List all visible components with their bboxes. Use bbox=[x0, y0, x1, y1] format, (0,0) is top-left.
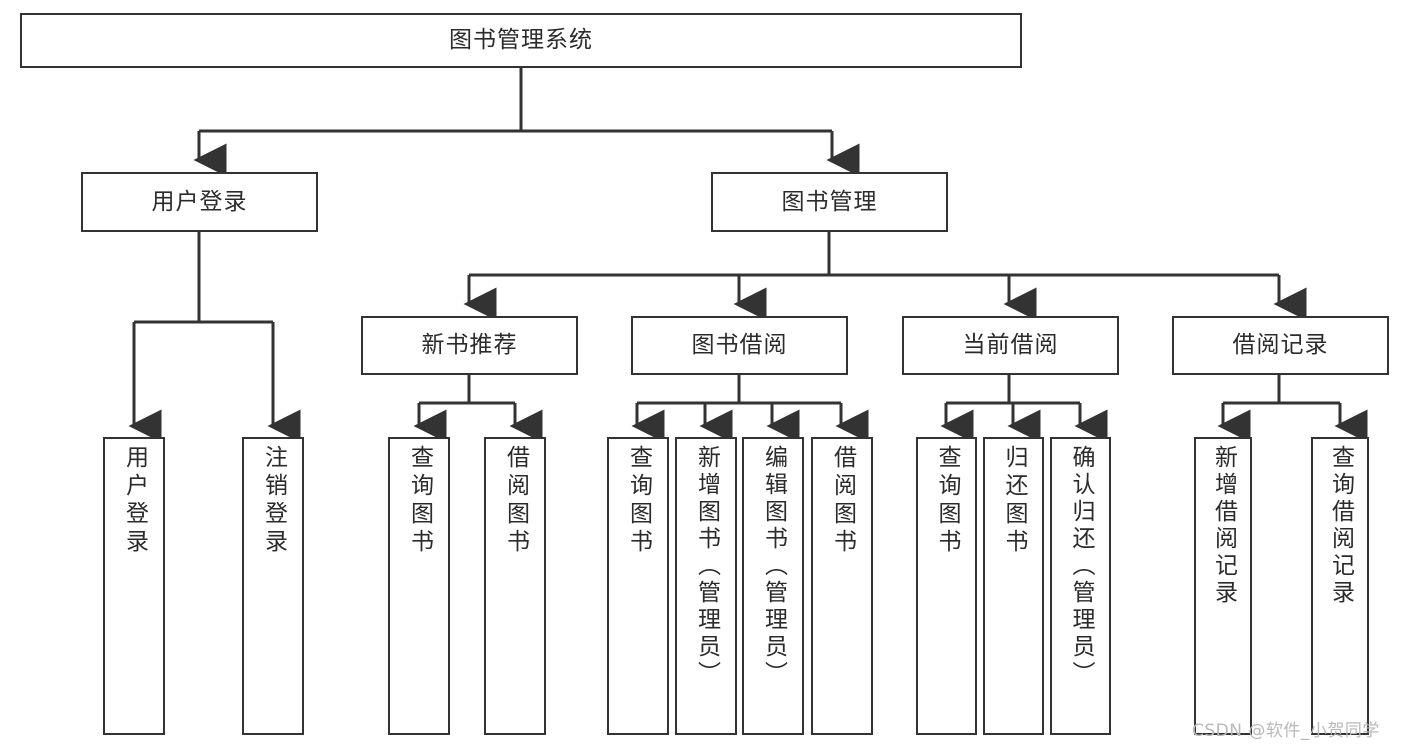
node-label: 编辑图书（管理员） bbox=[760, 445, 787, 688]
node-label: 借阅记录 bbox=[1232, 332, 1329, 359]
node-label: 查询图书 bbox=[625, 445, 652, 557]
node-label: 图书借阅 bbox=[691, 332, 788, 359]
node-leaf-borrow-book-borrow[interactable]: 借阅图书 bbox=[811, 437, 873, 735]
node-leaf-query-book-current[interactable]: 查询图书 bbox=[916, 437, 977, 735]
node-label: 新书推荐 bbox=[421, 332, 518, 359]
node-label: 借阅图书 bbox=[502, 445, 529, 557]
node-current-borrow[interactable]: 当前借阅 bbox=[902, 316, 1119, 375]
node-leaf-return-book[interactable]: 归还图书 bbox=[983, 437, 1044, 735]
node-label: 图书管理 bbox=[781, 188, 878, 215]
node-label: 注销登录 bbox=[260, 445, 287, 557]
node-leaf-user-logout[interactable]: 注销登录 bbox=[242, 437, 304, 735]
node-leaf-add-book-admin[interactable]: 新增图书（管理员） bbox=[675, 437, 737, 735]
node-label: 借阅图书 bbox=[829, 445, 856, 557]
node-root-book-management-system[interactable]: 图书管理系统 bbox=[20, 13, 1022, 68]
node-leaf-edit-book-admin[interactable]: 编辑图书（管理员） bbox=[742, 437, 804, 735]
node-leaf-add-borrow-record[interactable]: 新增借阅记录 bbox=[1194, 437, 1252, 735]
node-label: 归还图书 bbox=[1001, 445, 1027, 557]
node-leaf-query-book-recommend[interactable]: 查询图书 bbox=[388, 437, 450, 735]
node-label: 用户登录 bbox=[121, 445, 148, 557]
node-new-book-recommend[interactable]: 新书推荐 bbox=[361, 316, 578, 375]
node-book-management[interactable]: 图书管理 bbox=[711, 172, 948, 232]
node-leaf-query-book-borrow[interactable]: 查询图书 bbox=[607, 437, 669, 735]
node-leaf-query-borrow-record[interactable]: 查询借阅记录 bbox=[1311, 437, 1369, 735]
watermark-text: CSDN @软件_小贺同学 bbox=[1192, 721, 1380, 741]
node-label: 查询借阅记录 bbox=[1327, 445, 1354, 607]
node-leaf-user-login[interactable]: 用户登录 bbox=[103, 437, 165, 735]
node-borrow-record[interactable]: 借阅记录 bbox=[1172, 316, 1389, 375]
node-leaf-borrow-book-recommend[interactable]: 借阅图书 bbox=[484, 437, 546, 735]
node-user-login[interactable]: 用户登录 bbox=[81, 172, 318, 232]
node-label: 查询图书 bbox=[934, 445, 960, 557]
node-label: 图书管理系统 bbox=[449, 27, 593, 54]
node-label: 新增图书（管理员） bbox=[693, 445, 720, 688]
node-book-borrow[interactable]: 图书借阅 bbox=[631, 316, 848, 375]
node-label: 用户登录 bbox=[151, 188, 248, 215]
node-label: 查询图书 bbox=[406, 445, 433, 557]
node-leaf-confirm-return-admin[interactable]: 确认归还（管理员） bbox=[1050, 437, 1111, 735]
node-label: 新增借阅记录 bbox=[1210, 445, 1237, 607]
node-label: 确认归还（管理员） bbox=[1068, 445, 1094, 688]
node-label: 当前借阅 bbox=[962, 332, 1059, 359]
